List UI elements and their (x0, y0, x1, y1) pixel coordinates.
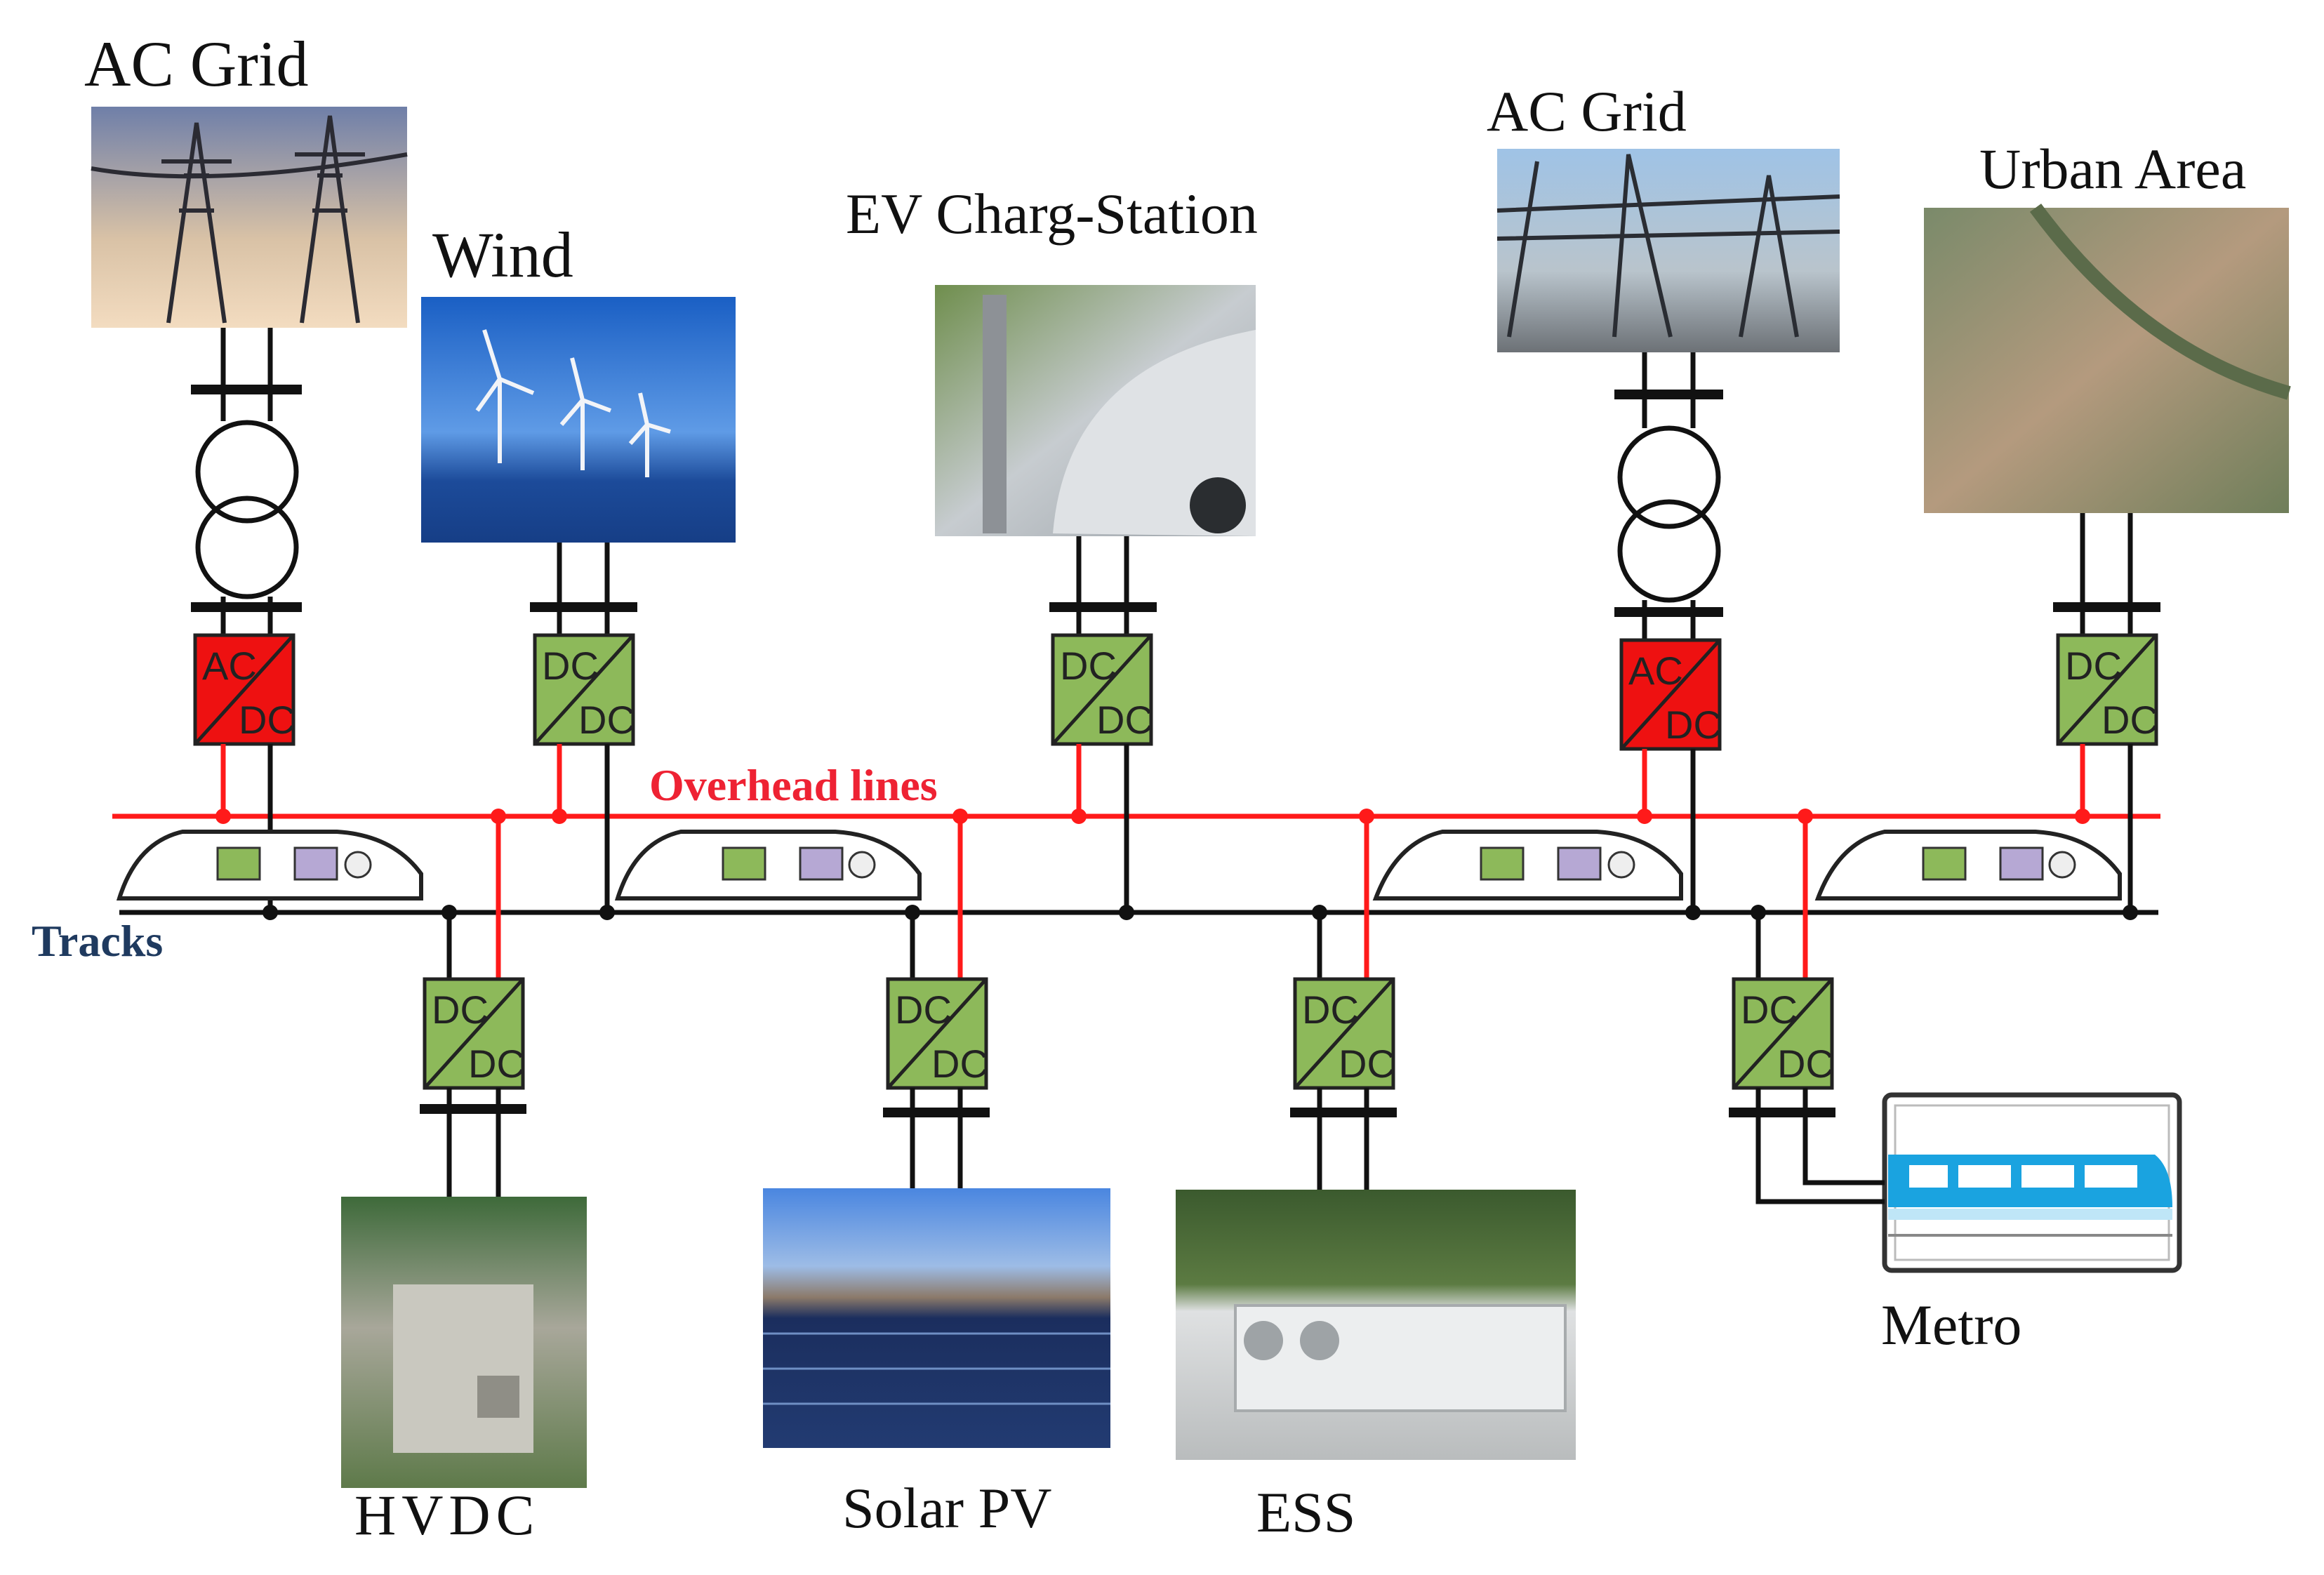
ess-label: ESS (1256, 1480, 1355, 1544)
metro-label: Metro (1881, 1293, 2021, 1357)
feeder-ac-grid-left (191, 328, 302, 635)
svg-text:AC: AC (202, 644, 257, 688)
ess-photo (1176, 1190, 1576, 1460)
hvdc-photo (341, 1197, 587, 1488)
converter-ac-dc-right: AC DC (1619, 638, 1722, 751)
solar-pv-label: Solar PV (842, 1476, 1051, 1540)
converter-ac-dc-left: AC DC (193, 633, 296, 746)
svg-text:DC: DC (931, 1042, 988, 1086)
svg-text:DC: DC (1096, 698, 1153, 742)
svg-text:DC: DC (468, 1042, 525, 1086)
tracks-label: Tracks (32, 916, 163, 966)
train-3 (1372, 830, 1683, 901)
svg-text:DC: DC (1741, 988, 1798, 1032)
svg-text:DC: DC (578, 698, 635, 742)
svg-text:DC: DC (1665, 703, 1722, 747)
svg-text:DC: DC (1777, 1042, 1834, 1086)
train-2 (614, 830, 922, 901)
wind-photo (421, 297, 736, 543)
train-4 (1814, 830, 2122, 901)
overhead-lines-label: Overhead lines (649, 760, 938, 810)
converter-dc-dc-hvdc: DC DC (423, 977, 525, 1090)
feeder-urban (2053, 513, 2160, 635)
svg-text:AC: AC (1628, 649, 1683, 693)
solar-pv-photo (763, 1188, 1110, 1448)
svg-text:DC: DC (542, 644, 599, 688)
urban-area-photo (1924, 204, 2291, 513)
lower-links (446, 816, 1808, 979)
converter-dc-dc-ess: DC DC (1293, 977, 1395, 1090)
ev-station-photo (935, 285, 1256, 536)
converter-dc-dc-solar: DC DC (886, 977, 988, 1090)
feeder-metro (1729, 1088, 1885, 1204)
junction-dots-tracks (263, 905, 2138, 920)
train-1 (116, 830, 423, 901)
svg-text:DC: DC (2065, 644, 2122, 688)
converter-dc-dc-ev: DC DC (1051, 633, 1153, 746)
svg-text:DC: DC (1060, 644, 1117, 688)
svg-text:DC: DC (1339, 1042, 1395, 1086)
metro-icon (1882, 1092, 2182, 1273)
ev-station-label: EV Charg-Station (846, 182, 1258, 246)
ac-grid-left-label: AC Grid (84, 28, 308, 100)
feeder-ev (1049, 536, 1157, 635)
feeder-hvdc (420, 1088, 526, 1197)
ac-grid-left-photo (91, 107, 408, 328)
converter-dc-dc-urban: DC DC (2056, 633, 2158, 746)
junction-dots-overhead (215, 809, 2090, 824)
hvdc-label: HVDC (354, 1483, 540, 1547)
svg-text:DC: DC (2101, 698, 2158, 742)
converter-dc-dc-metro: DC DC (1732, 977, 1834, 1090)
svg-text:DC: DC (239, 698, 296, 742)
converter-dc-dc-wind: DC DC (533, 633, 635, 746)
svg-text:DC: DC (895, 988, 952, 1032)
svg-text:DC: DC (432, 988, 489, 1032)
feeder-ac-grid-right (1614, 352, 1723, 640)
urban-area-label: Urban Area (1979, 137, 2246, 201)
ac-grid-right-label: AC Grid (1487, 79, 1687, 143)
svg-text:DC: DC (1302, 988, 1359, 1032)
feeder-wind (530, 543, 637, 635)
feeder-ess (1290, 1088, 1397, 1190)
feeder-solar (883, 1088, 990, 1188)
ac-grid-right-photo (1496, 149, 1840, 352)
wind-label: Wind (432, 219, 573, 291)
